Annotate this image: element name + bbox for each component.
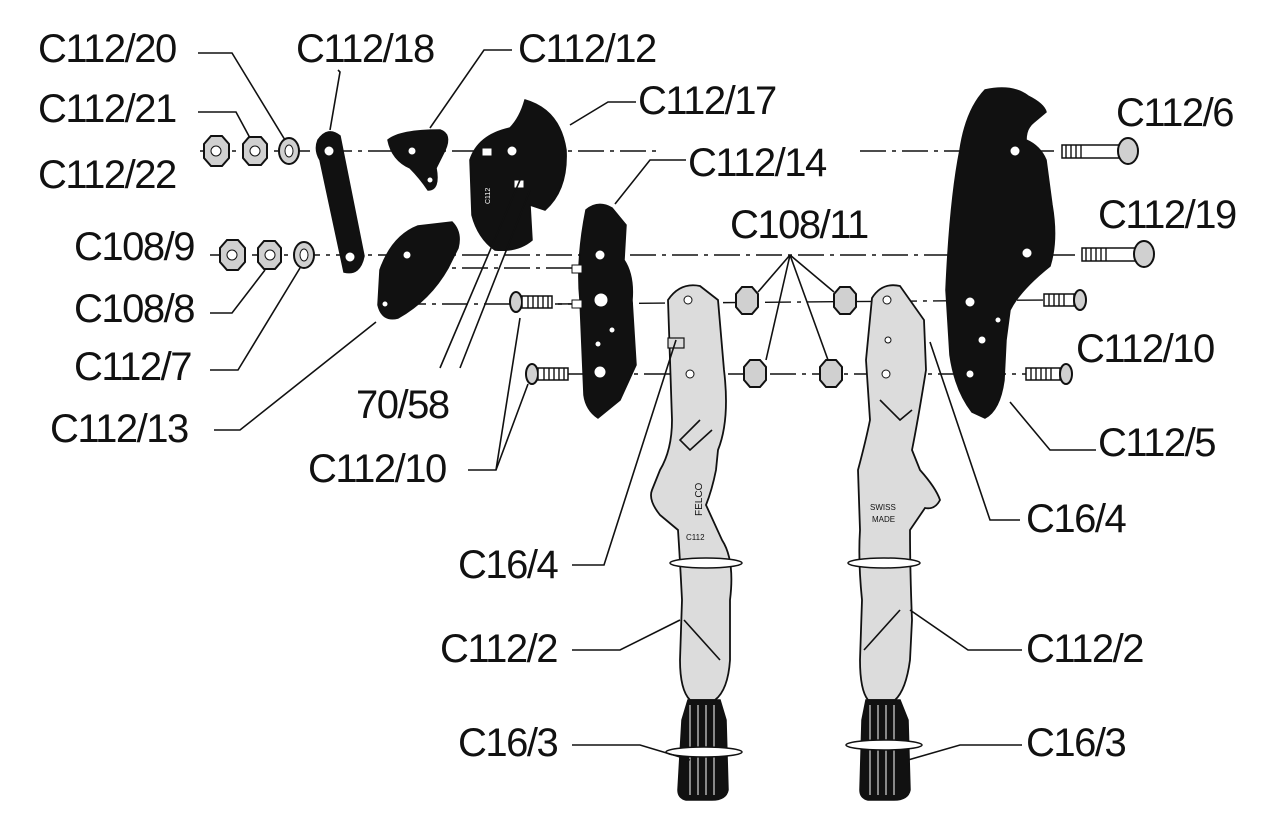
bolt-c112-6: [1061, 137, 1139, 165]
screw-c112-10-upper-right: [1043, 289, 1087, 311]
label-c112-18: C112/18: [296, 27, 434, 71]
label-70-58: 70/58: [356, 383, 449, 427]
label-c112-10-left: C112/10: [308, 447, 446, 491]
label-c108-8: C108/8: [74, 287, 194, 331]
nut-c108-11-d: [819, 359, 843, 388]
screw-c112-10-lower-left: [525, 363, 569, 385]
link-c112-18: [315, 131, 365, 274]
plate-c112-13: [377, 221, 460, 320]
label-c112-20: C112/20: [38, 27, 176, 71]
label-c112-19: C112/19: [1098, 193, 1236, 237]
nut-c112-21: [242, 136, 268, 166]
label-c112-21: C112/21: [38, 87, 176, 131]
nut-c108-8: [257, 240, 282, 270]
handle-swiss-mark: SWISS: [870, 503, 896, 512]
label-c108-11: C108/11: [730, 203, 868, 247]
label-c112-7: C112/7: [74, 345, 191, 389]
handle-brand-mark: FELCO: [694, 482, 705, 516]
label-c112-2-right: C112/2: [1026, 627, 1143, 671]
handle-c112-2-left: FELCO C112: [650, 284, 743, 701]
label-c16-3-right: C16/3: [1026, 721, 1125, 765]
nut-c108-11-a: [735, 286, 759, 315]
handle-made-mark: MADE: [872, 515, 895, 524]
plate-c112-12: [387, 129, 449, 191]
washer-c112-7: [293, 241, 315, 269]
washer-c112-20: [278, 137, 300, 165]
label-c108-9: C108/9: [74, 225, 194, 269]
screw-c112-10-upper-left: [509, 291, 553, 313]
blade-c112-17: C112: [469, 99, 567, 252]
handle-c112-2-right: SWISS MADE: [847, 284, 941, 701]
nut-c108-11-b: [743, 359, 767, 388]
part-labels: C112/20 C112/21 C112/22 C108/9 C108/8 C1…: [38, 27, 1238, 765]
label-c112-6: C112/6: [1116, 91, 1233, 135]
svg-text:C112: C112: [485, 188, 492, 204]
nut-c112-22: [203, 135, 230, 167]
label-c112-5: C112/5: [1098, 421, 1215, 465]
screw-c112-10-lower-right: [1025, 363, 1073, 385]
bolt-c112-19: [1081, 240, 1155, 268]
label-c112-12: C112/12: [518, 27, 656, 71]
label-c112-22: C112/22: [38, 153, 176, 197]
label-c16-4-left: C16/4: [458, 543, 558, 587]
label-c16-3-left: C16/3: [458, 721, 557, 765]
nut-c108-9: [219, 239, 246, 271]
label-c112-14: C112/14: [688, 141, 827, 185]
label-c16-4-right: C16/4: [1026, 497, 1126, 541]
plate-c112-14: [571, 203, 637, 419]
grip-c16-3-left: [665, 699, 743, 801]
label-c112-10-right: C112/10: [1076, 327, 1214, 371]
label-c112-13: C112/13: [50, 407, 188, 451]
nut-c108-11-c: [833, 286, 857, 315]
label-c112-17: C112/17: [638, 79, 776, 123]
leader-lines: [198, 49, 1096, 761]
plate-c112-5: [945, 87, 1056, 419]
handle-model-mark: C112: [686, 533, 705, 542]
grip-c16-3-right: [845, 699, 923, 801]
label-c112-2-left: C112/2: [440, 627, 557, 671]
